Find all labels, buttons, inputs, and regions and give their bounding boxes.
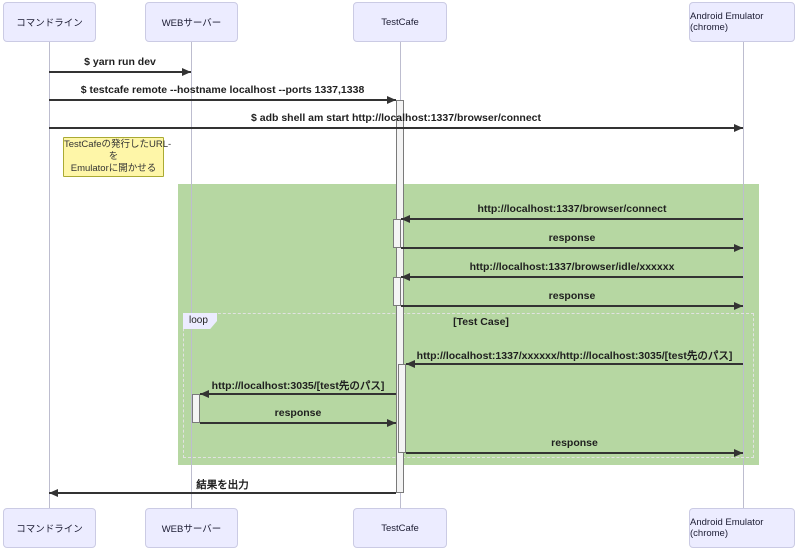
actor-cli-bottom: コマンドライン [3,508,96,548]
actor-label: Android Emulator (chrome) [690,517,764,539]
message-label: 結果を出力 [196,479,249,491]
message-line [49,99,396,101]
actor-label: WEBサーバー [161,18,222,29]
actor-emulator-top: Android Emulator (chrome) [689,2,795,42]
message-label: $ adb shell am start http://localhost:13… [251,112,541,124]
message-line [401,276,743,278]
message-label: http://localhost:3035/[test先のパス] [211,380,385,392]
message-line [49,71,191,73]
actor-emulator-bottom: Android Emulator (chrome) [689,508,795,548]
arrowhead-right [387,96,396,104]
loop-frame [183,313,754,458]
arrowhead-right [734,124,743,132]
arrowhead-left [49,489,58,497]
message-label: response [274,407,322,419]
message-label: response [551,437,598,449]
arrowhead-left [406,360,415,368]
note-line: TestCafeの発行したURL- [64,139,172,150]
actor-label: コマンドライン [16,18,83,29]
actor-testcafe-bottom: TestCafe [353,508,447,548]
lifeline-emulator [743,42,744,508]
message-line [49,127,743,129]
arrowhead-right [182,68,191,76]
message-label: http://localhost:1337/xxxxxx/http://loca… [416,350,733,362]
message-line [49,492,396,494]
activation-bar-testcafe [393,219,401,248]
actor-label: コマンドライン [16,524,83,535]
highlight-region [178,184,759,465]
note-line: を [108,151,119,162]
note-line: Emulatorに開かせる [70,163,157,174]
arrowhead-right [734,302,743,310]
arrowhead-left [401,215,410,223]
actor-label: Android Emulator (chrome) [690,11,764,33]
arrowhead-right [734,449,743,457]
loop-label: loop [183,313,217,329]
message-label: http://localhost:1337/browser/connect [477,203,667,215]
arrowhead-right [734,244,743,252]
actor-web-bottom: WEBサーバー [145,508,238,548]
lifeline-web [191,42,192,508]
message-line [401,305,743,307]
actor-web-top: WEBサーバー [145,2,238,42]
loop-condition-label: [Test Case] [453,316,509,328]
activation-bar-testcafe [398,364,406,453]
message-line [200,393,396,395]
actor-label: WEBサーバー [161,524,222,535]
message-label: $ yarn run dev [84,56,156,68]
message-line [200,422,396,424]
message-line [401,247,743,249]
actor-testcafe-top: TestCafe [353,2,447,42]
arrowhead-right [387,419,396,427]
arrowhead-left [200,390,209,398]
message-line [406,452,743,454]
message-label: $ testcafe remote --hostname localhost -… [80,84,365,96]
lifeline-cli [49,42,50,508]
message-label: response [548,290,596,302]
message-label: response [548,232,596,244]
actor-label: TestCafe [381,16,419,28]
message-line [406,363,743,365]
message-label: http://localhost:1337/browser/idle/xxxxx… [469,261,675,273]
activation-bar-testcafe [393,277,401,306]
actor-cli-top: コマンドライン [3,2,96,42]
message-line [401,218,743,220]
activation-bar-web [192,394,200,423]
arrowhead-left [401,273,410,281]
actor-label: TestCafe [381,522,419,534]
